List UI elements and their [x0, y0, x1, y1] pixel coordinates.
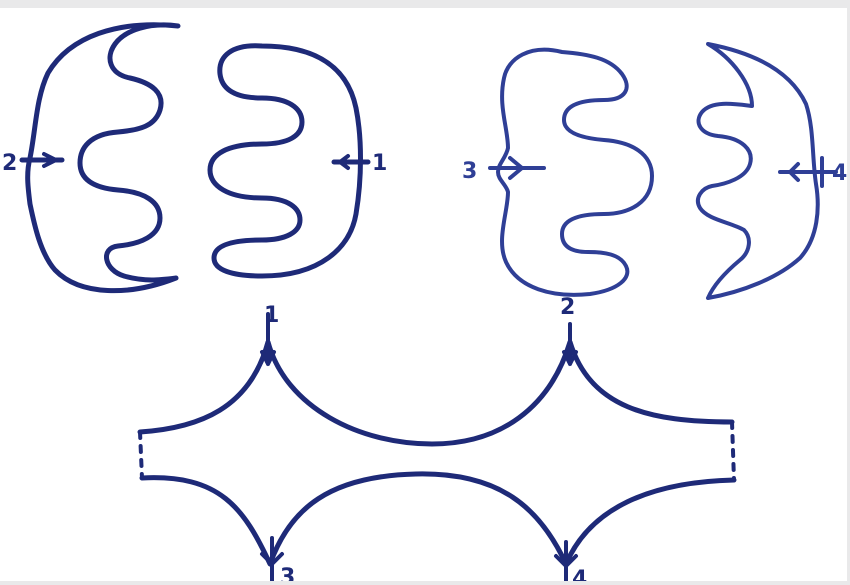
label-band-port-3: 3 — [280, 565, 295, 585]
band-right-dashed-edge — [732, 422, 734, 480]
label-port-2-left: 2 — [2, 151, 17, 176]
label-band-port-2: 2 — [560, 295, 575, 320]
label-port-3-right: 3 — [462, 159, 477, 184]
band-bottom-curve — [142, 474, 734, 564]
top-right-assembly: 3 4 — [462, 44, 847, 298]
band-top-curve — [140, 342, 732, 444]
label-band-port-1: 1 — [264, 303, 279, 328]
right-inner-e-piece — [498, 50, 652, 295]
band-port-2-arrow — [564, 324, 576, 364]
label-port-1-left: 1 — [372, 151, 387, 176]
label-band-port-4: 4 — [572, 567, 587, 585]
hand-drawn-diagram: 2 1 3 4 1 2 3 4 — [0, 8, 850, 585]
bottom-band-assembly: 1 2 3 4 — [140, 295, 734, 585]
label-port-4-right: 4 — [832, 161, 847, 186]
right-port-4-connector — [780, 158, 836, 186]
top-left-assembly: 2 1 — [2, 25, 387, 291]
band-left-dashed-edge — [140, 432, 142, 478]
